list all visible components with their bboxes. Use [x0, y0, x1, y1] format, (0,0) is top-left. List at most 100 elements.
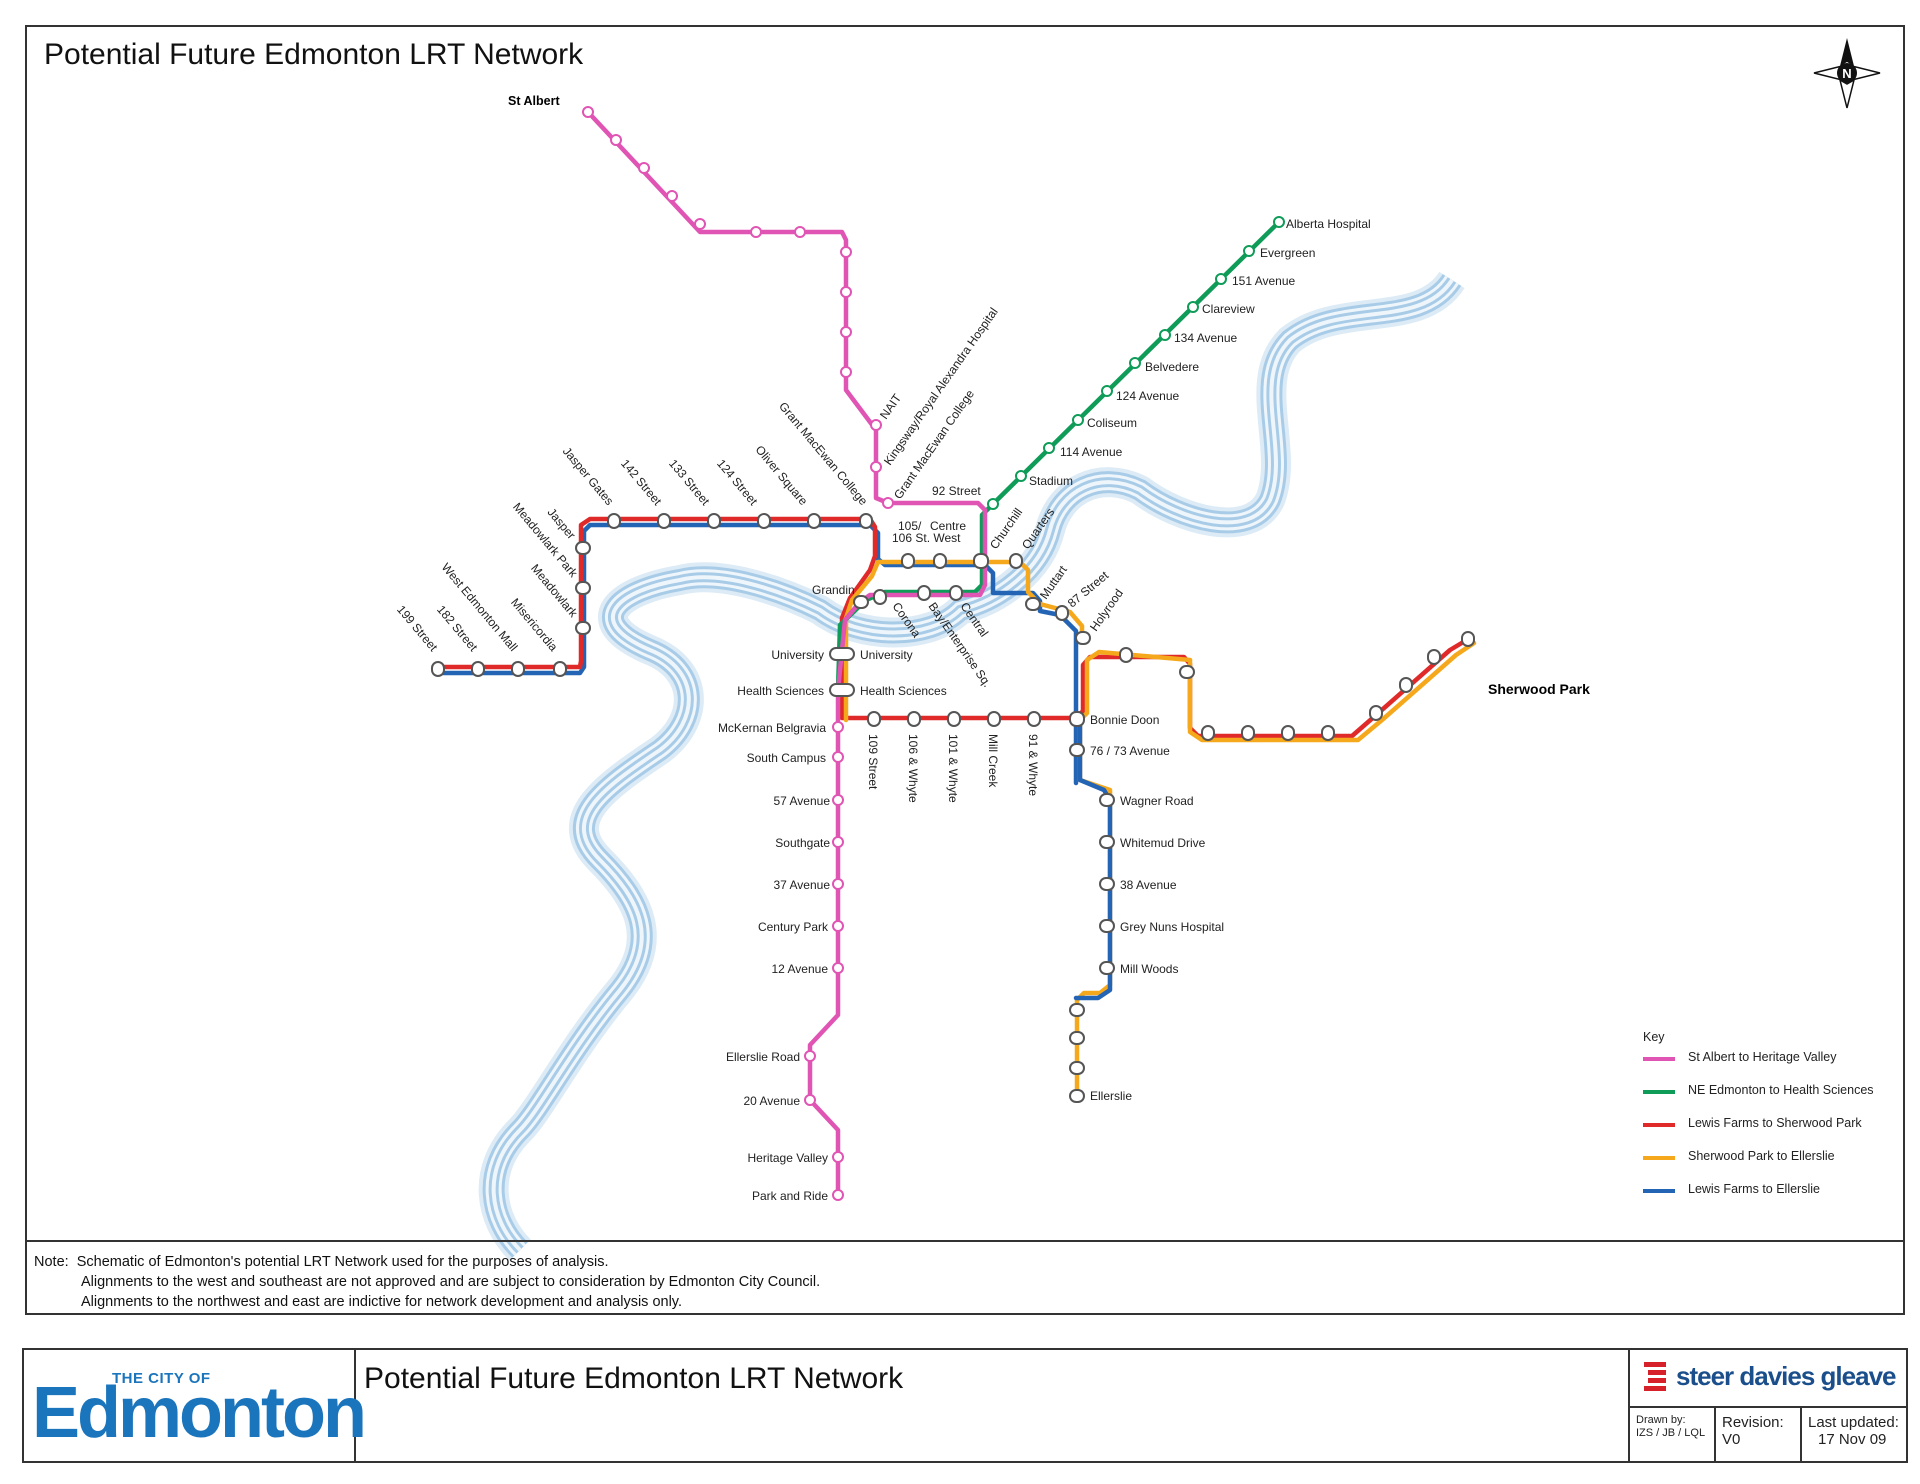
label-heritage-valley: Heritage Valley: [748, 1151, 828, 1165]
compass-letter: N: [1842, 66, 1851, 81]
revision-value: V0: [1722, 1431, 1741, 1448]
label-142-street: 142 Street: [618, 457, 665, 509]
label-grandin: Grandin: [812, 583, 855, 597]
key-item: Sherwood Park to Ellerslie: [1643, 1149, 1835, 1182]
label-centre: Centre: [930, 519, 966, 533]
label-jasper-gates: Jasper Gates: [560, 444, 617, 508]
consultant-name: steer davies gleave: [1676, 1361, 1896, 1391]
title-block: THE CITY OF Edmonton Potential Future Ed…: [22, 1348, 1908, 1463]
key-item: Lewis Farms to Ellerslie: [1643, 1182, 1820, 1215]
map-title: Potential Future Edmonton LRT Network: [44, 38, 584, 71]
note-line-3: Alignments to the northwest and east are…: [81, 1294, 683, 1310]
label-20-avenue: 20 Avenue: [743, 1094, 800, 1108]
consultant-logo: steer davies gleave: [1628, 1350, 1908, 1406]
drawn-by-value: IZS / JB / LQL: [1636, 1427, 1706, 1439]
label-clareview: Clareview: [1202, 302, 1255, 316]
label-grey-nuns: Grey Nuns Hospital: [1120, 920, 1224, 934]
updated-label: Last updated:: [1808, 1414, 1899, 1431]
drawn-by-cell: Drawn by: IZS / JB / LQL: [1628, 1406, 1716, 1463]
revision-label: Revision:: [1722, 1414, 1784, 1431]
river: [478, 270, 1465, 1261]
label-124-avenue: 124 Avenue: [1116, 389, 1180, 403]
label-university-west: University: [771, 648, 824, 662]
key-label: St Albert to Heritage Valley: [1688, 1050, 1837, 1064]
label-91-whyte: 91 & Whyte: [1026, 734, 1040, 796]
label-coliseum: Coliseum: [1087, 416, 1137, 430]
key-label: Lewis Farms to Ellerslie: [1688, 1182, 1820, 1196]
note-line-2: Alignments to the west and southeast are…: [81, 1274, 821, 1290]
key-label: NE Edmonton to Health Sciences: [1688, 1083, 1874, 1097]
consultant-logo-icon: [1644, 1362, 1666, 1391]
label-alberta-hospital: Alberta Hospital: [1286, 217, 1371, 231]
label-199-street: 199 Street: [394, 603, 441, 655]
label-century-park: Century Park: [758, 920, 829, 934]
label-west-edmonton-mall: West Edmonton Mall: [439, 560, 521, 654]
key-label: Sherwood Park to Ellerslie: [1688, 1149, 1835, 1163]
label-133-street: 133 Street: [666, 457, 713, 509]
key-title: Key: [1643, 1030, 1665, 1044]
label-105: 105/: [898, 519, 922, 533]
label-92-street: 92 Street: [932, 484, 981, 498]
label-mill-creek: Mill Creek: [986, 734, 1000, 788]
line-lewis-farms-ellerslie-se: [1073, 717, 1113, 1001]
note-line-1: Schematic of Edmonton's potential LRT Ne…: [76, 1254, 609, 1270]
key-swatch-green: [1643, 1090, 1675, 1094]
label-ellerslie-road: Ellerslie Road: [726, 1050, 800, 1064]
key-item: NE Edmonton to Health Sciences: [1643, 1083, 1874, 1116]
label-whitemud-drive: Whitemud Drive: [1120, 836, 1206, 850]
line-orange-central-loop: [843, 559, 1085, 723]
label-belvedere: Belvedere: [1145, 360, 1199, 374]
compass-icon: N: [1813, 38, 1881, 109]
label-124-street: 124 Street: [714, 457, 761, 509]
label-76-73-avenue: 76 / 73 Avenue: [1090, 744, 1170, 758]
key-swatch-red: [1643, 1123, 1675, 1127]
label-101-whyte: 101 & Whyte: [946, 734, 960, 803]
key-label: Lewis Farms to Sherwood Park: [1688, 1116, 1862, 1130]
key-item: Lewis Farms to Sherwood Park: [1643, 1116, 1862, 1149]
key-swatch-orange: [1643, 1156, 1675, 1160]
map-note: Note: Schematic of Edmonton's potential …: [34, 1252, 820, 1312]
label-38-avenue: 38 Avenue: [1120, 878, 1177, 892]
label-south-campus: South Campus: [747, 751, 826, 765]
label-ellerslie: Ellerslie: [1090, 1089, 1132, 1103]
label-109-street: 109 Street: [866, 734, 880, 790]
label-health-sciences-east: Health Sciences: [860, 684, 947, 698]
key-item: St Albert to Heritage Valley: [1643, 1050, 1836, 1083]
drawn-by-label: Drawn by:: [1636, 1414, 1686, 1426]
label-evergreen: Evergreen: [1260, 246, 1315, 260]
logo-small-text: THE CITY OF: [112, 1370, 211, 1387]
label-park-and-ride: Park and Ride: [752, 1189, 828, 1203]
label-bonnie-doon: Bonnie Doon: [1090, 713, 1159, 727]
label-health-sciences-west: Health Sciences: [737, 684, 824, 698]
label-oliver-square: Oliver Square: [753, 443, 811, 508]
label-114-avenue: 114 Avenue: [1060, 445, 1123, 459]
titleblock-title: Potential Future Edmonton LRT Network: [364, 1362, 904, 1395]
label-134-avenue: 134 Avenue: [1174, 331, 1238, 345]
revision-cell: Revision: V0: [1714, 1406, 1802, 1463]
label-wagner-road: Wagner Road: [1120, 794, 1194, 808]
label-southgate: Southgate: [775, 836, 830, 850]
map-frame: [25, 25, 1905, 1315]
station-markers: [431, 106, 1475, 1201]
station-labels: NAIT Kingsway/Royal Alexandra Hospital G…: [394, 217, 1371, 1203]
label-stadium: Stadium: [1029, 474, 1073, 488]
label-nait: NAIT: [877, 391, 905, 422]
key-swatch-blue: [1643, 1189, 1675, 1193]
label-mill-woods: Mill Woods: [1120, 962, 1178, 976]
place-st-albert: St Albert: [508, 94, 560, 108]
updated-cell: Last updated: 17 Nov 09: [1800, 1406, 1908, 1463]
key-swatch-pink: [1643, 1057, 1675, 1061]
note-prefix: Note:: [34, 1254, 69, 1270]
label-57-avenue: 57 Avenue: [773, 794, 830, 808]
label-106-st-west: 106 St. West: [892, 531, 961, 545]
line-sherwood-park-ellerslie: [1074, 640, 1477, 1098]
label-university-east: University: [860, 648, 913, 662]
place-sherwood-park: Sherwood Park: [1488, 681, 1590, 697]
city-logo: THE CITY OF Edmonton: [24, 1350, 367, 1461]
logo-wordmark: Edmonton: [32, 1373, 367, 1453]
label-151-avenue: 151 Avenue: [1232, 274, 1296, 288]
label-12-avenue: 12 Avenue: [771, 962, 828, 976]
label-mckernan: McKernan Belgravia: [718, 721, 826, 735]
label-106-whyte: 106 & Whyte: [906, 734, 920, 803]
